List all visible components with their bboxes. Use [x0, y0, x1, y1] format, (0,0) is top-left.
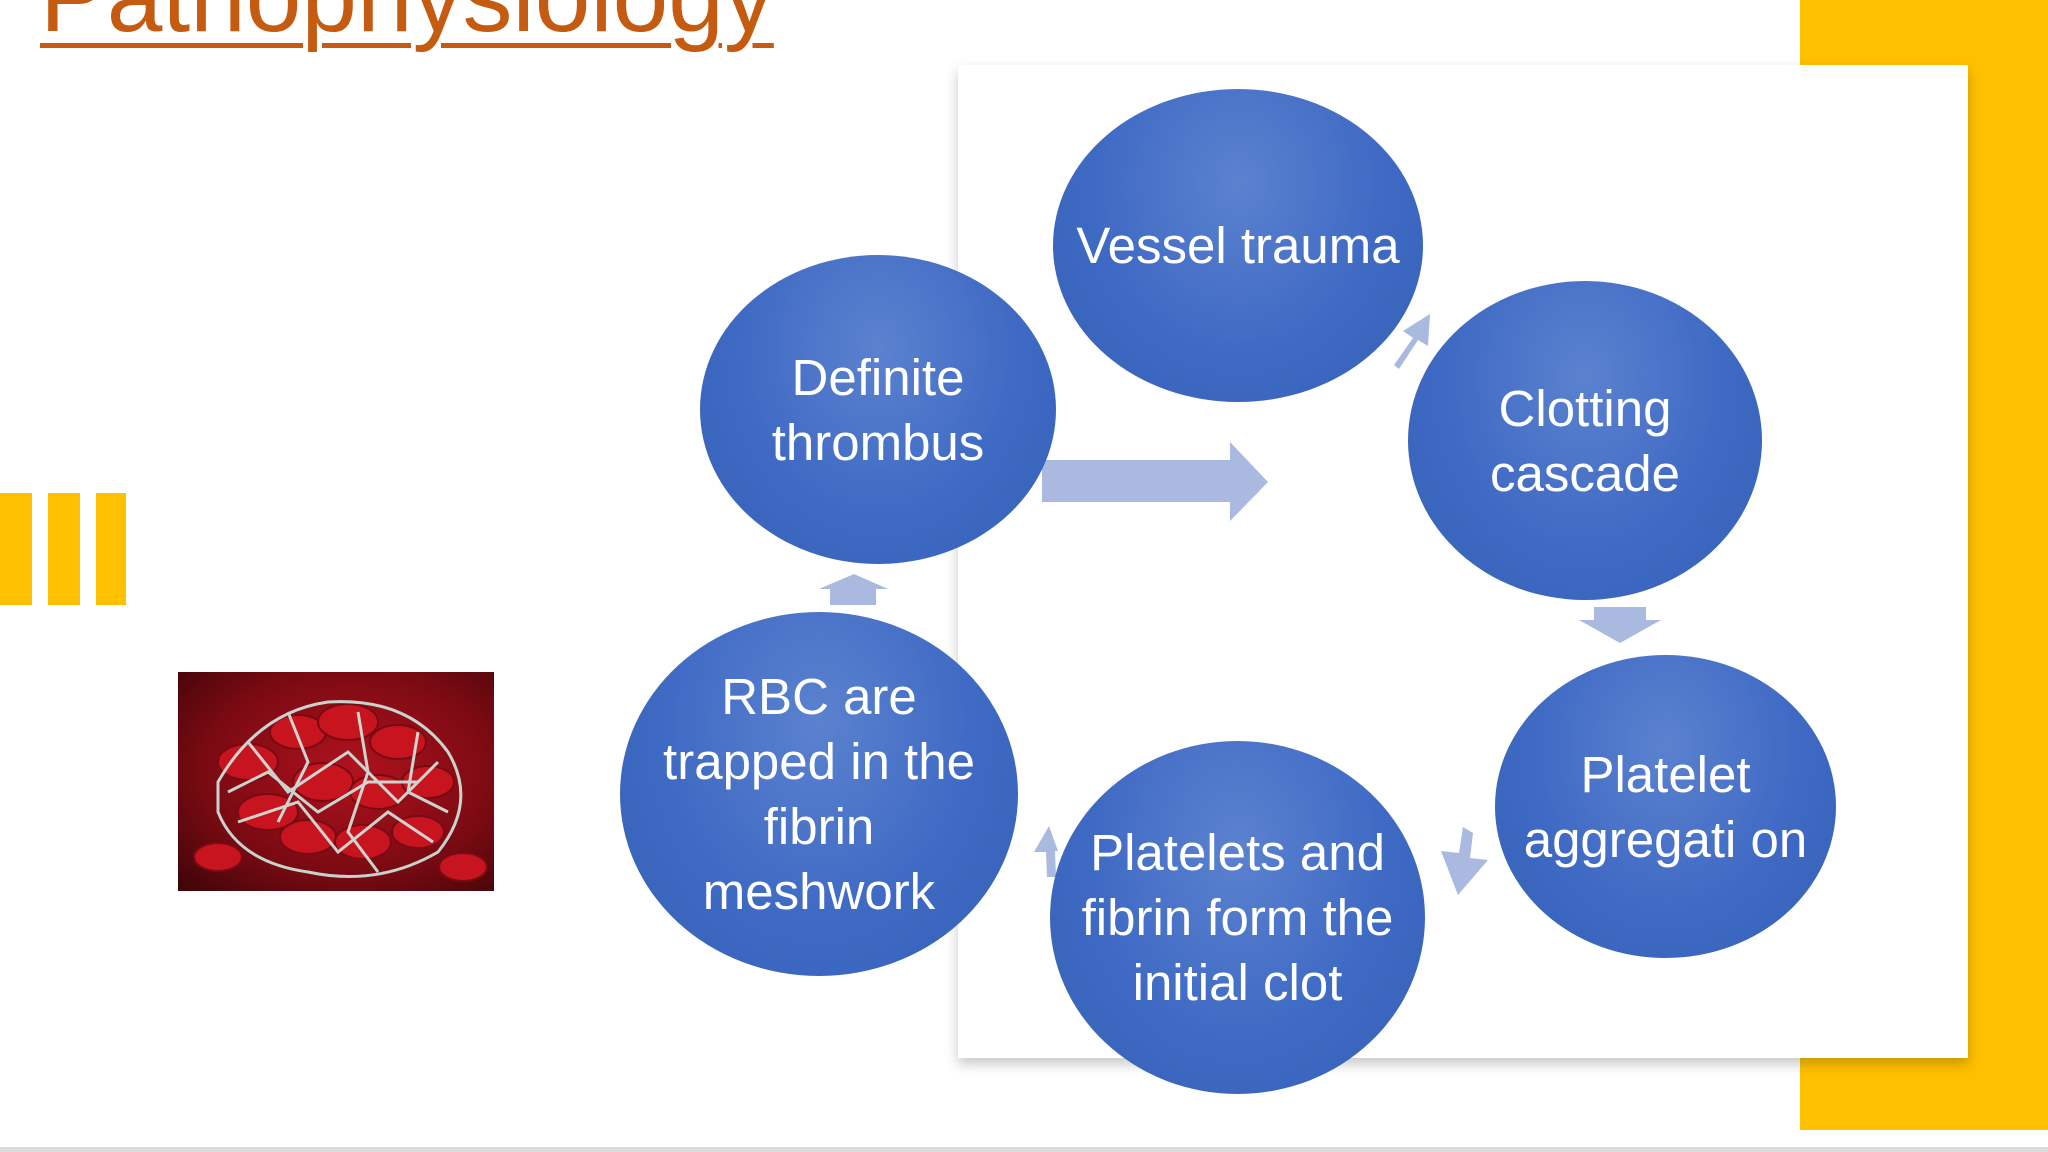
node-label: Platelets and fibrin form the initial cl… [1081, 824, 1394, 1011]
fibrin-mesh-icon [193, 700, 488, 882]
node-label: Platelet aggregati on [1523, 745, 1808, 868]
bottom-strip [0, 1147, 2048, 1152]
node-label: RBC are trapped in the fibrin meshwork [663, 668, 975, 920]
node-platelets-and-fibrin: Platelets and fibrin form the initial cl… [1050, 741, 1425, 1094]
blood-clot-image [178, 672, 494, 891]
decorative-stripes [0, 493, 128, 605]
stripe [0, 493, 32, 605]
node-rbc-trapped: RBC are trapped in the fibrin meshwork [620, 612, 1018, 976]
arrow-vessel-to-clotting-icon [1394, 314, 1430, 369]
node-definite-thrombus: Definite thrombus [700, 255, 1056, 564]
node-clotting-cascade: Clotting cascade [1408, 281, 1762, 600]
node-vessel-trauma: Vessel trauma [1053, 89, 1423, 402]
arrow-definite-to-vessel-icon [1042, 442, 1268, 521]
arrow-platelet-to-platelets-icon [1441, 827, 1488, 895]
node-label: Vessel trauma [1076, 217, 1400, 274]
node-platelet-aggregation: Platelet aggregati on [1495, 655, 1836, 958]
arrow-platelets-to-rbc-icon [1034, 826, 1058, 877]
node-label: Clotting cascade [1490, 379, 1680, 502]
slide-title: Pathophysiology [40, 0, 940, 65]
arrow-clotting-to-platelet-icon [1579, 607, 1661, 643]
stripe [48, 493, 80, 605]
node-label: Definite thrombus [771, 348, 985, 471]
stripe [96, 493, 126, 605]
arrow-rbc-to-definite-icon [819, 574, 888, 605]
